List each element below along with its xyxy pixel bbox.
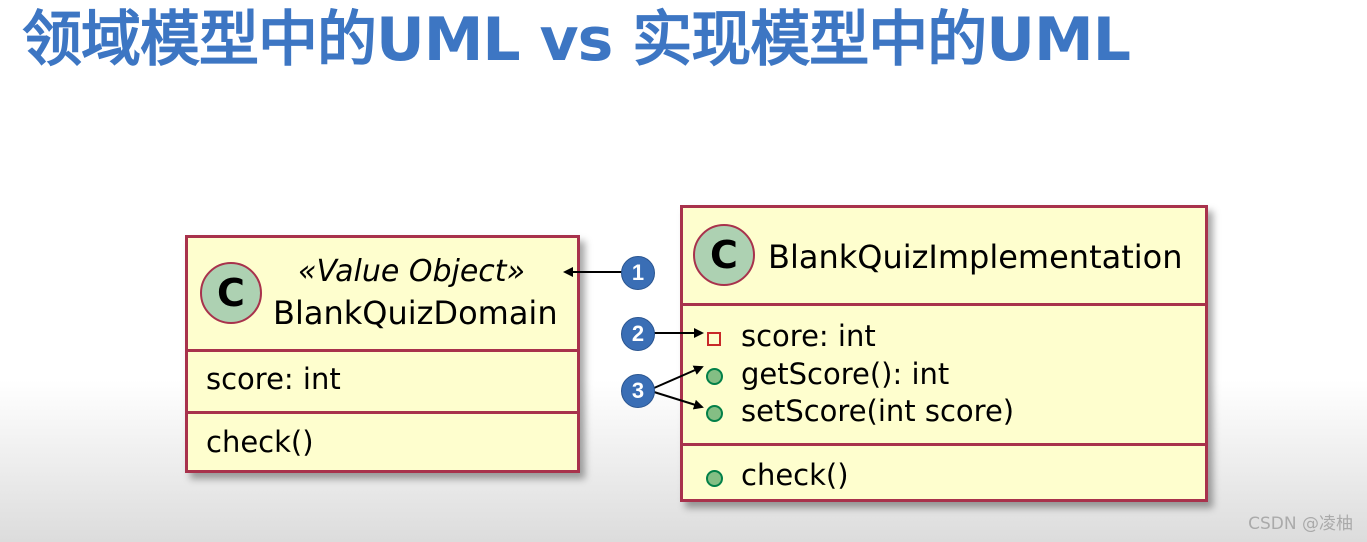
impl-class-name: BlankQuizImplementation <box>768 238 1183 276</box>
domain-method: check() <box>206 425 314 459</box>
impl-class-box: C BlankQuizImplementation score: int get… <box>680 205 1208 502</box>
slide-title: 领域模型中的UML vs 实现模型中的UML <box>22 5 1131 75</box>
marker-1-badge: 1 <box>621 256 655 290</box>
class-icon: C <box>200 262 262 324</box>
domain-class-header: C «Value Object» BlankQuizDomain <box>188 238 577 352</box>
domain-class-name: BlankQuizDomain <box>273 294 558 332</box>
class-icon-letter: C <box>710 233 738 277</box>
impl-member: score: int <box>741 319 876 353</box>
private-visibility-icon <box>707 332 721 346</box>
class-icon: C <box>693 224 755 286</box>
domain-methods: check() <box>188 411 577 467</box>
impl-method: check() <box>741 458 849 492</box>
arrow-3b <box>653 391 704 410</box>
impl-member: getScore(): int <box>741 357 950 391</box>
public-visibility-icon <box>706 470 723 487</box>
impl-class-header: C BlankQuizImplementation <box>683 208 1205 306</box>
marker-2-badge: 2 <box>621 317 655 351</box>
impl-member: setScore(int score) <box>741 394 1015 428</box>
arrow-3a <box>653 365 704 389</box>
watermark: CSDN @凌柚 <box>1248 514 1353 534</box>
domain-class-stereotype: «Value Object» <box>298 254 526 289</box>
public-visibility-icon <box>706 368 723 385</box>
impl-methods: check() <box>683 443 1205 499</box>
public-visibility-icon <box>706 405 723 422</box>
impl-members: score: int getScore(): int setScore(int … <box>683 306 1205 443</box>
domain-attributes: score: int <box>188 352 577 411</box>
class-icon-letter: C <box>217 271 245 315</box>
marker-3-badge: 3 <box>621 374 655 408</box>
domain-attribute: score: int <box>206 362 341 396</box>
domain-class-box: C «Value Object» BlankQuizDomain score: … <box>185 235 580 473</box>
